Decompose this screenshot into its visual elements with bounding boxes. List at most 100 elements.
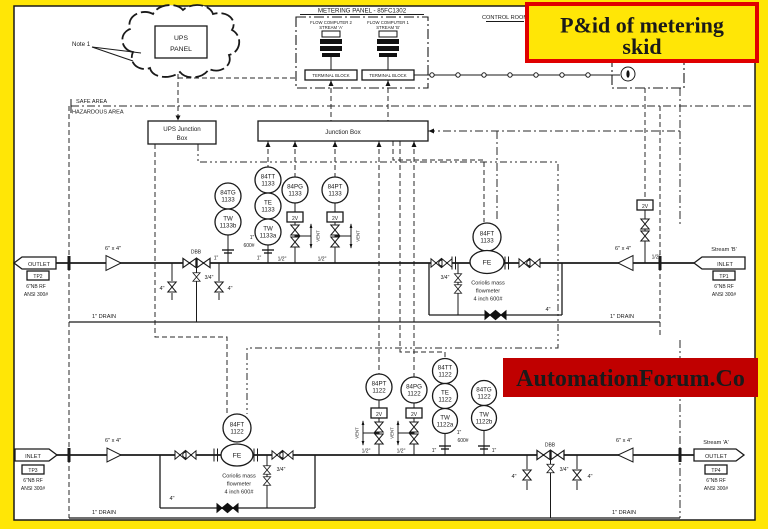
svg-text:Junction Box: Junction Box: [325, 129, 361, 136]
svg-text:2V: 2V: [376, 412, 383, 418]
flow-element-bottom: FE: [220, 443, 254, 467]
valve-manifold-2v-bottom: 2V 2V: [370, 407, 423, 419]
svg-text:VENT: VENT: [316, 230, 321, 242]
instrument-84pt-1133: 84PT 1133: [321, 176, 349, 204]
reducer-6x4: [105, 254, 123, 272]
flow-element-top: FE: [469, 249, 505, 275]
svg-text:84TG: 84TG: [220, 190, 236, 197]
multicore-cable: [414, 54, 685, 89]
drain-label: 1" DRAIN: [610, 314, 634, 320]
drain-label: 1" DRAIN: [92, 314, 116, 320]
svg-text:CONTROL ROOM: CONTROL ROOM: [482, 15, 528, 21]
instrument-te-1122: TE 1122: [431, 382, 459, 410]
instrument-84tg-1122: 84TG 1122: [470, 379, 498, 407]
svg-text:DBB: DBB: [191, 250, 202, 256]
instrument-84tg-1133: 84TG 1133: [214, 182, 242, 210]
svg-text:4": 4": [511, 474, 516, 480]
svg-text:1": 1": [432, 448, 437, 454]
stream-a-labels: 6" x 4" 4" 3/4" Coriolis mass flowmeter …: [105, 427, 632, 502]
instrument-te-1133: TE 1133: [254, 192, 282, 220]
stream-b-outlet-tag: OUTLET TP2 6"NB RF ANSI 300#: [12, 256, 57, 298]
reducer-6x4: [106, 447, 123, 463]
svg-text:1133: 1133: [261, 181, 275, 188]
svg-text:4": 4": [159, 286, 164, 292]
svg-text:UPS Junction: UPS Junction: [163, 126, 201, 133]
svg-text:600#: 600#: [243, 243, 254, 249]
svg-text:3/4": 3/4": [205, 275, 214, 281]
instrument-tw-1122b: TW 1122b: [470, 404, 498, 432]
svg-text:TW: TW: [440, 415, 450, 422]
svg-text:6"NB RF: 6"NB RF: [26, 284, 46, 290]
drain-lines: [69, 321, 680, 519]
expander-6x4: [616, 447, 634, 463]
instrument-tw-1133a: TW 1133a: [254, 218, 282, 246]
svg-text:1122b: 1122b: [476, 419, 493, 426]
svg-text:1122: 1122: [438, 397, 452, 404]
svg-text:2V: 2V: [642, 204, 649, 210]
stream-b-inlet-tag: Stream 'B' INLET TP1 6"NB RF ANSI 300#: [692, 247, 746, 298]
svg-text:FE: FE: [233, 453, 242, 460]
svg-text:P&id of metering: P&id of metering: [560, 13, 724, 38]
instrument-84ft-1122: 84FT 1122: [222, 413, 252, 443]
stream-a-inlet-tag: INLET TP3 6"NB RF ANSI 300#: [14, 448, 59, 492]
instrument-tw-1122a: TW 1122a: [431, 407, 459, 435]
instrument-84pt-1122: 84PT 1122: [365, 373, 393, 401]
svg-text:4": 4": [227, 286, 232, 292]
svg-text:6" x 4": 6" x 4": [105, 438, 121, 444]
svg-text:4": 4": [545, 307, 550, 313]
svg-text:4 inch 600#: 4 inch 600#: [474, 297, 504, 303]
svg-text:84PT: 84PT: [372, 381, 387, 388]
instrument-84tt-1133: 84TT 1133: [254, 166, 282, 194]
svg-text:600#: 600#: [457, 438, 468, 444]
svg-text:flowmeter: flowmeter: [476, 289, 500, 295]
svg-text:1/2": 1/2": [397, 449, 406, 455]
svg-text:2V: 2V: [332, 216, 339, 222]
svg-text:1133b: 1133b: [220, 223, 237, 230]
instrument-84tt-1122: 84TT 1122: [431, 357, 459, 385]
svg-text:ANSI 300#: ANSI 300#: [21, 486, 45, 492]
svg-text:ANSI 300#: ANSI 300#: [704, 486, 728, 492]
svg-text:6"NB RF: 6"NB RF: [706, 478, 726, 484]
svg-text:FLOW COMPUTER 1: FLOW COMPUTER 1: [367, 20, 409, 25]
svg-text:6" x 4": 6" x 4": [616, 438, 632, 444]
svg-text:METERING PANEL - 85FC1302: METERING PANEL - 85FC1302: [318, 8, 407, 15]
svg-text:1122: 1122: [407, 391, 421, 398]
svg-text:ANSI 300#: ANSI 300#: [24, 292, 48, 298]
svg-text:4": 4": [587, 474, 592, 480]
svg-text:VENT: VENT: [390, 427, 395, 439]
svg-text:FE: FE: [483, 260, 492, 267]
svg-text:TW: TW: [263, 226, 273, 233]
svg-text:AutomationForum.Co: AutomationForum.Co: [516, 366, 745, 392]
svg-text:3/4": 3/4": [277, 467, 286, 473]
svg-text:ANSI 300#: ANSI 300#: [712, 292, 736, 298]
svg-text:VENT: VENT: [355, 427, 360, 439]
svg-text:flowmeter: flowmeter: [227, 482, 251, 488]
note-1: Note 1: [72, 41, 142, 62]
svg-text:INLET: INLET: [25, 454, 41, 460]
svg-text:1122: 1122: [230, 429, 244, 436]
svg-text:Coriolis mass: Coriolis mass: [222, 474, 256, 480]
svg-text:1133: 1133: [261, 207, 275, 214]
svg-text:1122: 1122: [438, 372, 452, 379]
svg-text:VENT: VENT: [356, 230, 361, 242]
title-banner: P&id of metering skid: [525, 2, 759, 63]
area-boundary: [68, 99, 754, 518]
svg-text:84FT: 84FT: [230, 422, 245, 429]
svg-text:84TT: 84TT: [261, 174, 276, 181]
svg-text:1133: 1133: [221, 197, 235, 204]
svg-text:FLOW COMPUTER 2: FLOW COMPUTER 2: [310, 20, 352, 25]
svg-text:TP4: TP4: [711, 468, 720, 474]
svg-text:4": 4": [169, 496, 174, 502]
svg-text:1": 1": [492, 448, 497, 454]
svg-text:3/4": 3/4": [441, 275, 450, 281]
svg-text:TERMINAL BLOCK: TERMINAL BLOCK: [312, 73, 349, 78]
svg-text:84TT: 84TT: [438, 365, 453, 372]
svg-text:UPS: UPS: [174, 35, 188, 42]
svg-text:84PG: 84PG: [287, 184, 303, 191]
svg-text:84PG: 84PG: [406, 384, 422, 391]
svg-text:OUTLET: OUTLET: [705, 454, 728, 460]
svg-text:TP3: TP3: [28, 468, 37, 474]
svg-text:1/2": 1/2": [652, 255, 661, 261]
svg-text:skid: skid: [622, 34, 661, 59]
